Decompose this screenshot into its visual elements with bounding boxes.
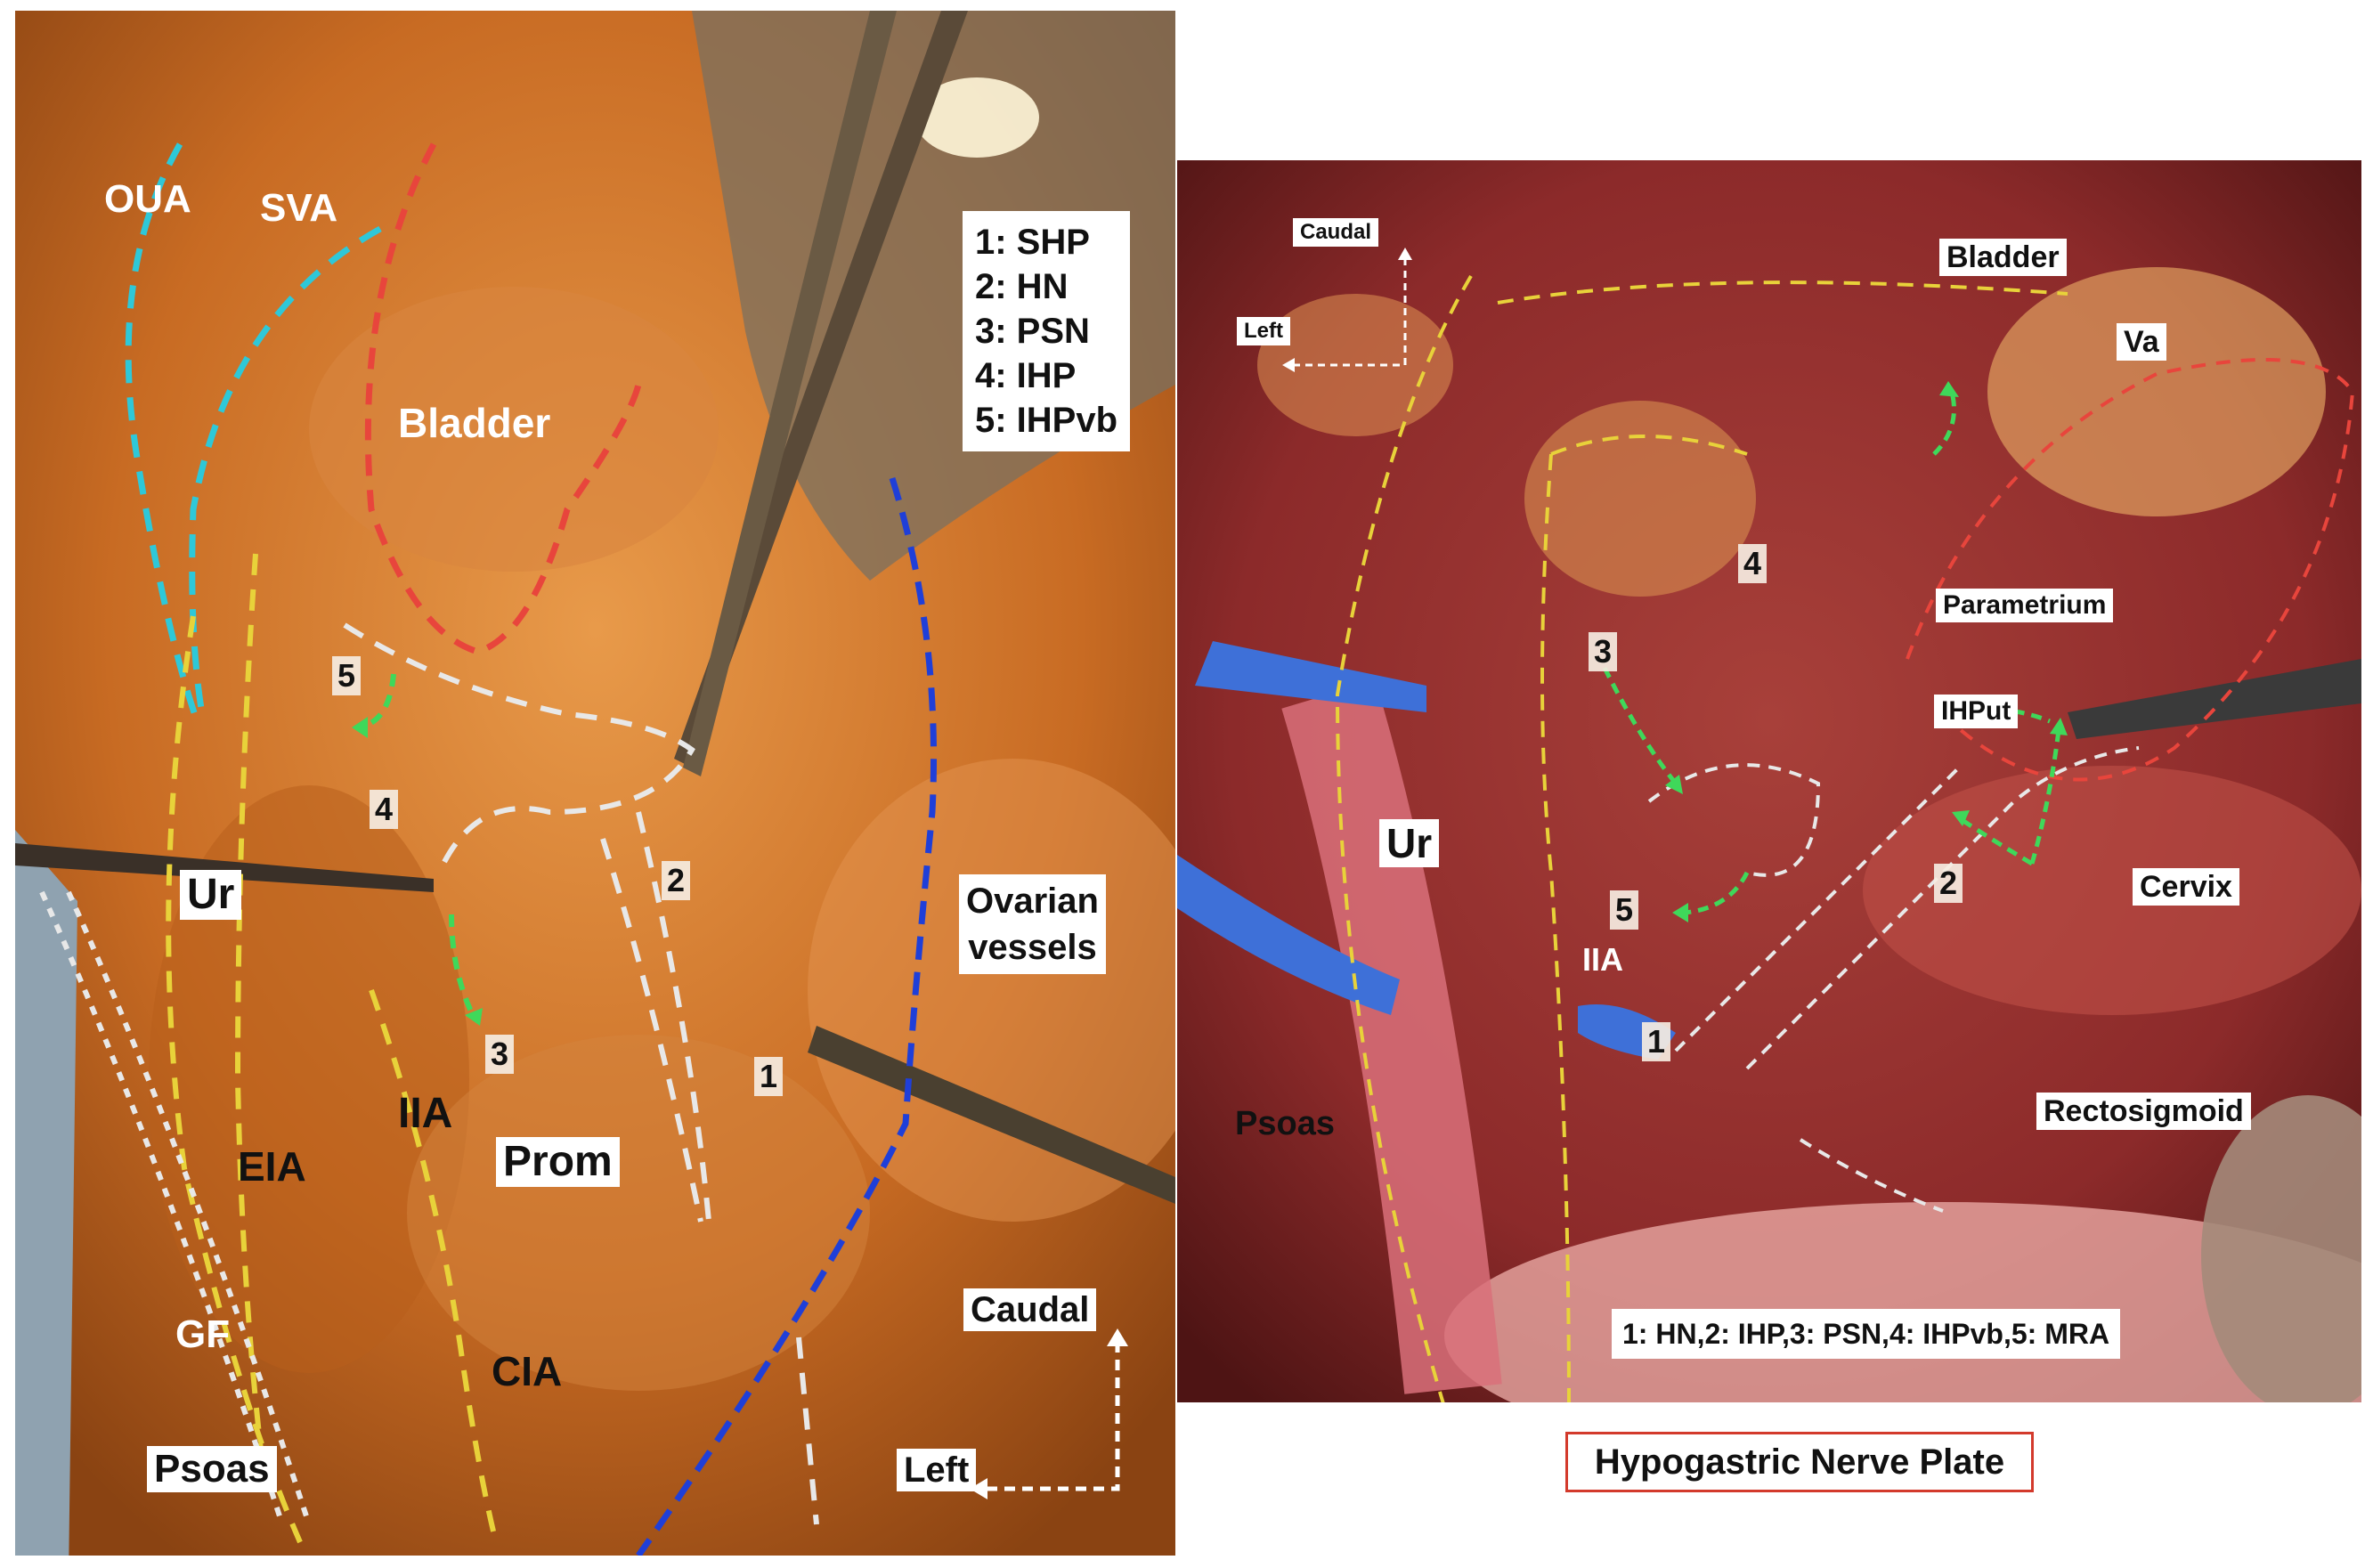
label-left: Left <box>897 1449 977 1491</box>
marker-3: 3 <box>485 1035 515 1074</box>
label-iia: IIA <box>1582 941 1624 978</box>
figure-caption: Hypogastric Nerve Plate <box>1565 1432 2034 1492</box>
label-ur: Ur <box>1379 819 1440 867</box>
legend-item: 4: IHP <box>975 356 1077 395</box>
marker-1: 1 <box>1642 1022 1671 1061</box>
label-ihput: IHPut <box>1934 695 2019 728</box>
label-eia: EIA <box>238 1143 306 1190</box>
label-ovarian-line2: vessels <box>968 928 1097 967</box>
marker-5: 5 <box>1610 890 1639 930</box>
marker-3: 3 <box>1589 632 1618 671</box>
legend-item: 1: SHP <box>975 223 1090 262</box>
label-ovarian-vessels: Ovarian vessels <box>959 874 1106 974</box>
label-prom: Prom <box>496 1137 620 1187</box>
legend-item: 3: PSN <box>975 312 1090 351</box>
left-legend: 1: SHP 2: HN 3: PSN 4: IHP 5: IHPvb <box>963 211 1131 451</box>
label-va: Va <box>2117 323 2166 361</box>
marker-4: 4 <box>1738 544 1768 583</box>
label-bladder: Bladder <box>398 400 551 446</box>
label-oua: OUA <box>104 177 191 221</box>
right-laparoscopic-photo: Caudal Left Bladder Va Parametrium IHPut… <box>1177 160 2361 1402</box>
left-cadaver-photo: OUA SVA Bladder Ur IIA EIA Prom CIA GF P… <box>15 11 1175 1556</box>
label-ovarian-line1: Ovarian <box>966 881 1099 921</box>
label-ur: Ur <box>180 870 242 920</box>
label-psoas: Psoas <box>1235 1105 1335 1142</box>
label-caudal: Caudal <box>963 1288 1097 1331</box>
marker-4: 4 <box>370 790 399 829</box>
label-caudal: Caudal <box>1293 218 1379 247</box>
label-left: Left <box>1237 317 1290 345</box>
label-cervix: Cervix <box>2133 868 2239 906</box>
legend-item: 2: HN <box>975 267 1069 306</box>
marker-2: 2 <box>662 861 691 900</box>
label-cia: CIA <box>492 1348 563 1394</box>
right-photo-scene <box>1177 160 2361 1402</box>
label-rectosigmoid: Rectosigmoid <box>2036 1093 2251 1130</box>
label-bladder: Bladder <box>1939 239 2067 276</box>
legend-item: 5: IHPvb <box>975 401 1118 440</box>
label-psoas: Psoas <box>147 1446 277 1492</box>
marker-1: 1 <box>754 1057 784 1096</box>
marker-5: 5 <box>332 656 362 695</box>
label-iia: IIA <box>398 1090 453 1137</box>
label-parametrium: Parametrium <box>1936 589 2114 622</box>
label-sva: SVA <box>260 186 338 230</box>
marker-2: 2 <box>1934 864 1963 903</box>
label-gf: GF <box>175 1312 231 1356</box>
right-legend: 1: HN,2: IHP,3: PSN,4: IHPvb,5: MRA <box>1612 1309 2121 1359</box>
